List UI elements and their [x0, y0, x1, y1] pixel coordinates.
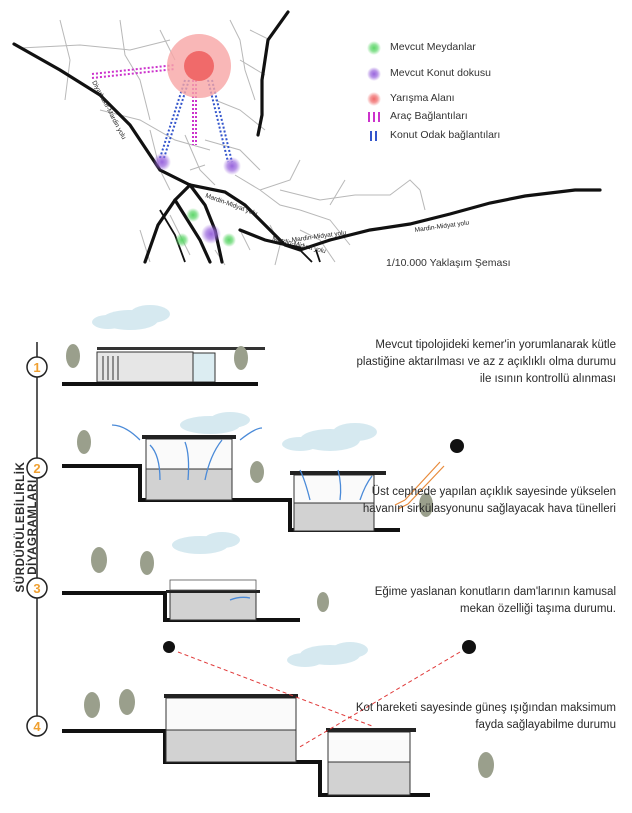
housing-dot — [223, 157, 241, 175]
housing-dot — [153, 153, 171, 171]
svg-text:1: 1 — [33, 360, 40, 375]
step-marker-1: 1 — [26, 356, 48, 378]
street-network — [19, 19, 426, 266]
major-roads — [12, 10, 602, 264]
legend-item-focus: Konut Odak bağlantıları — [390, 129, 501, 141]
svg-text:4: 4 — [33, 719, 41, 734]
road-label: Mardin-Midyat yolu — [291, 229, 347, 244]
legend-item-squares: Mevcut Meydanlar — [390, 41, 476, 53]
step-marker-2: 2 — [26, 457, 48, 479]
square-dot — [186, 208, 200, 222]
step-marker-4: 4 — [26, 715, 48, 737]
air-flow-arrows — [111, 424, 373, 601]
legend-swatch-housing — [367, 67, 381, 81]
legend-item-housing: Mevcut Konut dokusu — [390, 67, 491, 79]
road-label: Diyarbakır-Mardin yolu — [90, 80, 127, 141]
diagram-vertical-title: SÜRDÜRÜLEBİLİRLİK DİYAGRAMLARI — [15, 461, 39, 593]
legend-item-vehicle: Araç Bağlantıları — [390, 110, 468, 122]
legend-swatch-vehicle — [368, 112, 380, 122]
minor-roads — [159, 209, 321, 263]
svg-text:2: 2 — [33, 461, 40, 476]
heat-rays — [394, 461, 445, 510]
legend-item-competition: Yarışma Alanı — [390, 92, 455, 104]
vehicle-connection — [91, 64, 197, 145]
square-dot — [175, 233, 189, 247]
sun-rays — [177, 651, 461, 749]
scale-label: 1/10.000 Yaklaşım Şeması — [386, 257, 511, 269]
square-dot — [222, 233, 236, 247]
step-description-3: Eğime yaslanan konutların dam'larının ka… — [374, 586, 616, 615]
cloud-decoration — [92, 305, 377, 667]
section-step-4 — [62, 694, 430, 797]
tree-decoration — [66, 344, 494, 778]
competition-area-dot — [184, 51, 214, 81]
section-step-1 — [62, 347, 265, 386]
step-description-1: Mevcut tipolojideki kemer'in yorumlanara… — [356, 339, 617, 385]
section-step-2 — [62, 435, 400, 532]
section-step-3 — [62, 579, 300, 622]
housing-dot — [201, 224, 221, 244]
sun-icon — [163, 439, 476, 654]
legend-swatch-competition — [367, 92, 381, 106]
step-description-2: Üst cephede yapılan açıklık sayesinde yü… — [362, 486, 616, 515]
step-marker-3: 3 — [26, 577, 48, 599]
svg-text:3: 3 — [33, 581, 40, 596]
legend-swatch-focus — [370, 131, 377, 141]
step-description-4: Kot hareketi sayesinde güneş ışığından m… — [355, 702, 616, 731]
legend-swatch-squares — [367, 41, 381, 55]
